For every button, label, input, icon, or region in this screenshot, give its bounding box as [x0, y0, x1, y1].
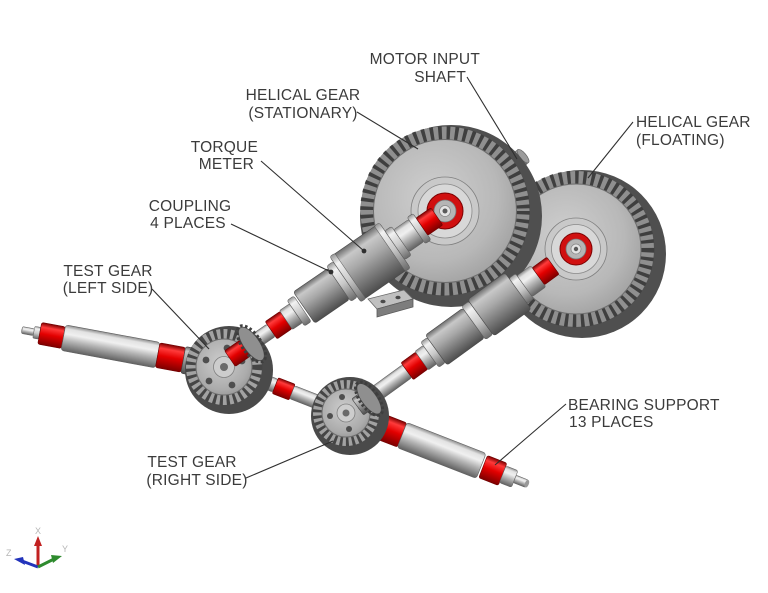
leader-torque-meter — [260, 160, 365, 252]
main-shaft-left — [240, 208, 443, 355]
bevel-pinion-right — [352, 380, 385, 417]
bracket — [367, 289, 414, 318]
label-test-gear-right-2: (RIGHT SIDE) — [146, 472, 247, 489]
leader-bearing-support — [494, 403, 567, 466]
leader-dot-torque-meter — [361, 248, 367, 254]
label-coupling-1: COUPLING — [149, 198, 232, 215]
axis-z-label: Z — [6, 548, 12, 558]
label-test-gear-right-1: TEST GEAR — [147, 454, 236, 471]
leader-coupling — [230, 223, 332, 273]
label-torque-meter-1: TORQUE — [191, 139, 258, 156]
label-test-gear-left-2: (LEFT SIDE) — [63, 280, 154, 297]
axis-x-arrowhead — [34, 536, 42, 546]
floating-gear-hub-hole — [573, 246, 579, 252]
label-torque-meter-2: METER — [199, 156, 254, 173]
axis-triad: X Y Z — [6, 526, 68, 569]
stationary-gear-hub-hole — [442, 208, 448, 214]
label-test-gear-left-1: TEST GEAR — [63, 263, 152, 280]
leader-lines — [151, 76, 634, 479]
axis-x-label: X — [35, 526, 41, 536]
label-bearing-support-1: BEARING SUPPORT — [568, 397, 720, 414]
callout-labels: MOTOR INPUT SHAFT HELICAL GEAR (STATIONA… — [63, 51, 751, 489]
leader-test-gear-left — [151, 288, 210, 350]
axis-y-label: Y — [62, 544, 68, 554]
label-helical-gear-floating-1: HELICAL GEAR — [636, 114, 751, 131]
label-helical-gear-stationary-1: HELICAL GEAR — [246, 87, 361, 104]
leader-test-gear-right — [245, 440, 334, 479]
axis-y-arrowhead — [51, 555, 62, 563]
leader-helical-gear-stationary — [356, 111, 419, 150]
label-motor-input-shaft-2: SHAFT — [414, 69, 466, 86]
label-helical-gear-floating-2: (FLOATING) — [636, 132, 725, 149]
label-motor-input-shaft-1: MOTOR INPUT — [370, 51, 481, 68]
axis-z-arrow — [21, 559, 39, 569]
label-coupling-2: 4 PLACES — [150, 215, 226, 232]
axis-y-arrow — [37, 557, 55, 569]
leader-dot-coupling — [328, 269, 334, 275]
axis-z-arrowhead — [14, 557, 25, 565]
label-helical-gear-stationary-2: (STATIONARY) — [248, 105, 357, 122]
label-bearing-support-2: 13 PLACES — [569, 414, 654, 431]
leader-motor-input-shaft — [466, 76, 518, 160]
main-shaft-right — [364, 257, 559, 405]
leader-helical-gear-floating — [587, 121, 634, 179]
